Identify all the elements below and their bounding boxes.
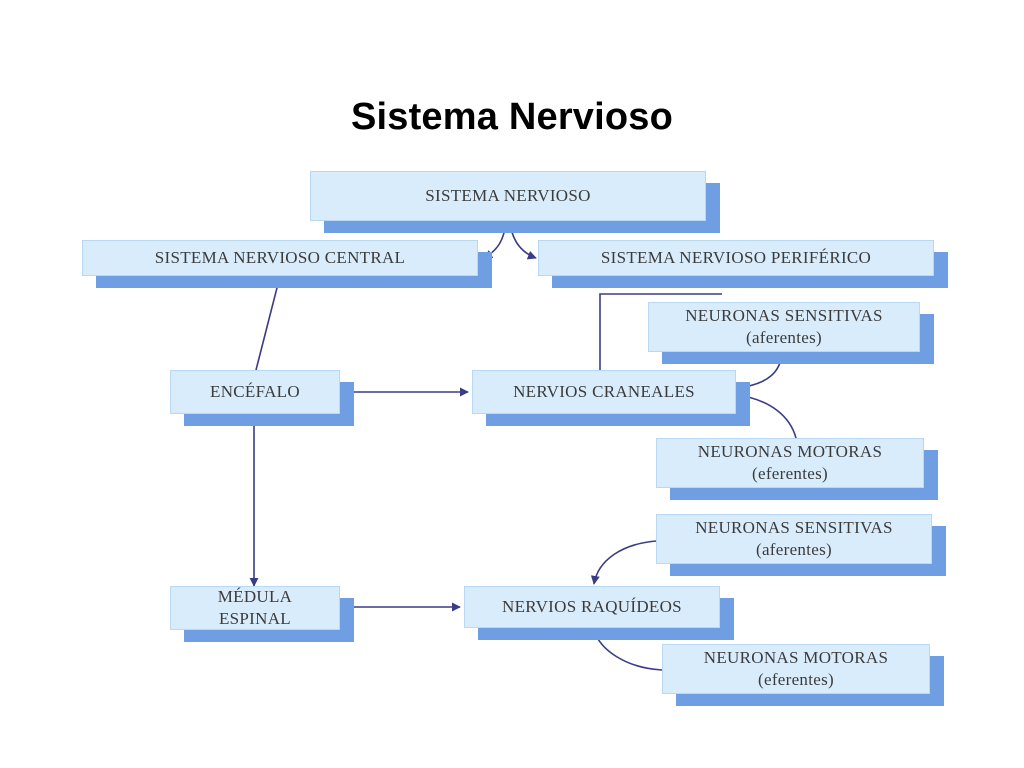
node-craneal-motoras-line2: (eferentes) xyxy=(752,464,828,483)
node-raquideo-motoras-line2: (eferentes) xyxy=(758,670,834,689)
node-medula-line1: MÉDULA xyxy=(217,587,293,606)
node-medula-line2: ESPINAL xyxy=(218,609,291,628)
connector-snp-to-craneales xyxy=(599,293,722,370)
node-encefalo-label: ENCÉFALO xyxy=(210,382,300,401)
node-sistema-nervioso-central: SISTEMA NERVIOSO CENTRAL xyxy=(82,240,492,288)
node-craneal-motoras-line1: NEURONAS MOTORAS xyxy=(697,442,883,461)
node-raquideo-motoras-line1: NEURONAS MOTORAS xyxy=(703,648,889,667)
node-sistema-nervioso-periferico: SISTEMA NERVIOSO PERIFÉRICO xyxy=(538,240,948,288)
node-nervios-craneales-label: NERVIOS CRANEALES xyxy=(513,382,695,401)
node-craneal-motoras: NEURONAS MOTORAS (eferentes) xyxy=(656,438,938,500)
node-craneal-sensitivas-line2: (aferentes) xyxy=(746,328,822,347)
node-craneal-sensitivas-line1: NEURONAS SENSITIVAS xyxy=(685,306,883,325)
slide-title: Sistema Nervioso xyxy=(350,96,674,138)
node-medula-espinal: MÉDULA ESPINAL xyxy=(170,586,354,642)
node-sistema-nervioso-label: SISTEMA NERVIOSO xyxy=(425,186,591,205)
node-raquideo-sensitivas: NEURONAS SENSITIVAS (aferentes) xyxy=(656,514,946,576)
connector-raquideo-sensitivas xyxy=(590,540,657,585)
connector-snc-to-encefalo xyxy=(255,275,281,371)
node-raquideo-sensitivas-line1: NEURONAS SENSITIVAS xyxy=(695,518,893,537)
node-sistema-nervioso: SISTEMA NERVIOSO xyxy=(310,171,720,233)
node-encefalo: ENCÉFALO xyxy=(170,370,354,426)
node-nervios-raquideos-label: NERVIOS RAQUÍDEOS xyxy=(502,597,682,616)
node-nervios-craneales: NERVIOS CRANEALES xyxy=(472,370,750,426)
node-snp-label: SISTEMA NERVIOSO PERIFÉRICO xyxy=(600,248,872,267)
node-snc-label: SISTEMA NERVIOSO CENTRAL xyxy=(154,248,406,267)
node-raquideo-motoras: NEURONAS MOTORAS (eferentes) xyxy=(662,644,944,706)
node-craneal-sensitivas: NEURONAS SENSITIVAS (aferentes) xyxy=(648,302,934,364)
node-raquideo-sensitivas-line2: (aferentes) xyxy=(756,540,832,559)
node-nervios-raquideos: NERVIOS RAQUÍDEOS xyxy=(464,586,734,640)
